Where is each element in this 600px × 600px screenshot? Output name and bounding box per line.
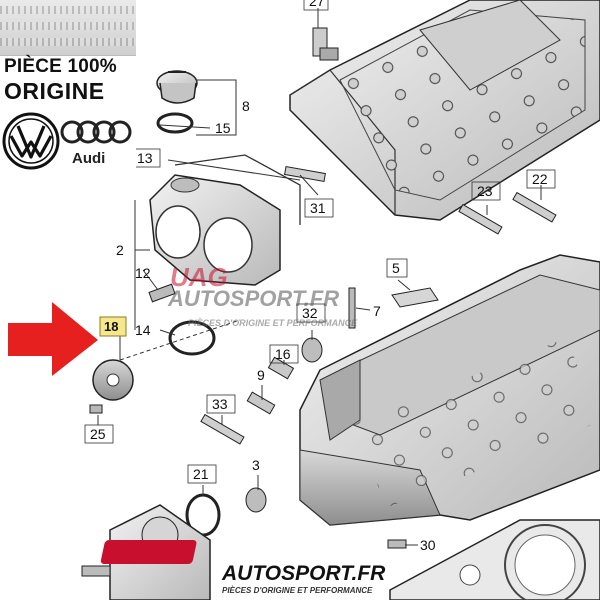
part-labels: 27 8 15 13 31 23 22 2 12 5 7 14 32 16 9 … <box>90 0 548 553</box>
bolt-22 <box>512 191 557 223</box>
audi-text: Audi <box>72 150 106 167</box>
timing-cover <box>149 154 301 286</box>
callout-30: 30 <box>420 537 436 553</box>
callout-2: 2 <box>116 242 124 258</box>
genuine-text-line2: ORIGINE <box>4 78 105 104</box>
spring-9 <box>246 391 276 415</box>
red-arrow-icon <box>8 302 98 376</box>
callout-5: 5 <box>392 260 400 276</box>
watermark-center: UAG AUTOSPORT.FR PIÈCES D'ORIGINE ET PER… <box>167 262 358 328</box>
stud-7 <box>348 287 356 329</box>
watermark-bottom-line1: AUTOSPORT.FR <box>221 562 386 585</box>
watermark-line1: AUTOSPORT.FR <box>167 286 339 311</box>
callout-8: 8 <box>242 98 250 114</box>
valve-cover <box>289 0 600 221</box>
watermark-bottom-logo: UAG <box>228 540 277 565</box>
watermark-line2: PIÈCES D'ORIGINE ET PERFORMANCE <box>188 318 358 328</box>
callout-27: 27 <box>309 0 325 9</box>
vw-logo-icon <box>2 112 60 170</box>
audi-rings-icon <box>60 120 132 144</box>
callout-22: 22 <box>532 171 548 187</box>
callout-23: 23 <box>477 183 493 199</box>
highlight-18: 18 <box>99 316 127 337</box>
bolt-30 <box>387 539 407 549</box>
sprocket-18 <box>92 359 134 401</box>
engine-block <box>299 254 600 526</box>
oil-filler-cap <box>156 70 198 134</box>
bolt-31 <box>284 166 326 182</box>
plug-32 <box>301 337 323 363</box>
sensor-27 <box>312 27 339 61</box>
bolt-33 <box>200 413 245 445</box>
callout-15: 15 <box>215 120 231 136</box>
callout-13: 13 <box>137 150 153 166</box>
plug-3 <box>245 487 267 513</box>
callout-21: 21 <box>193 466 209 482</box>
genuine-parts-box-photo <box>0 0 136 56</box>
watermark-logo: UAG <box>170 262 228 292</box>
watermark-bottom-line2: PIÈCES D'ORIGINE ET PERFORMANCE <box>222 586 373 595</box>
callout-31: 31 <box>310 200 326 216</box>
genuine-text-line1: PIÈCE 100% <box>4 56 117 77</box>
highlight-18-label: 18 <box>104 319 118 334</box>
head-gasket <box>389 519 600 600</box>
callout-16: 16 <box>275 346 291 362</box>
callout-33: 33 <box>212 396 228 412</box>
callout-3: 3 <box>252 457 260 473</box>
oring-14 <box>168 320 216 356</box>
callout-7: 7 <box>373 303 381 319</box>
plate-5 <box>391 287 439 308</box>
bolt-12 <box>148 283 176 303</box>
leader-lines <box>97 8 542 546</box>
brand-box: PIÈCE 100% ORIGINE Audi <box>0 0 136 178</box>
callout-25: 25 <box>90 426 106 442</box>
callout-32: 32 <box>302 305 318 321</box>
watermark-bottom: UAG AUTOSPORT.FR PIÈCES D'ORIGINE ET PER… <box>100 540 386 595</box>
bolt-23 <box>458 203 503 235</box>
callout-14: 14 <box>135 322 151 338</box>
callout-12: 12 <box>135 265 151 281</box>
callout-9: 9 <box>257 367 265 383</box>
bolt-25 <box>89 404 103 414</box>
